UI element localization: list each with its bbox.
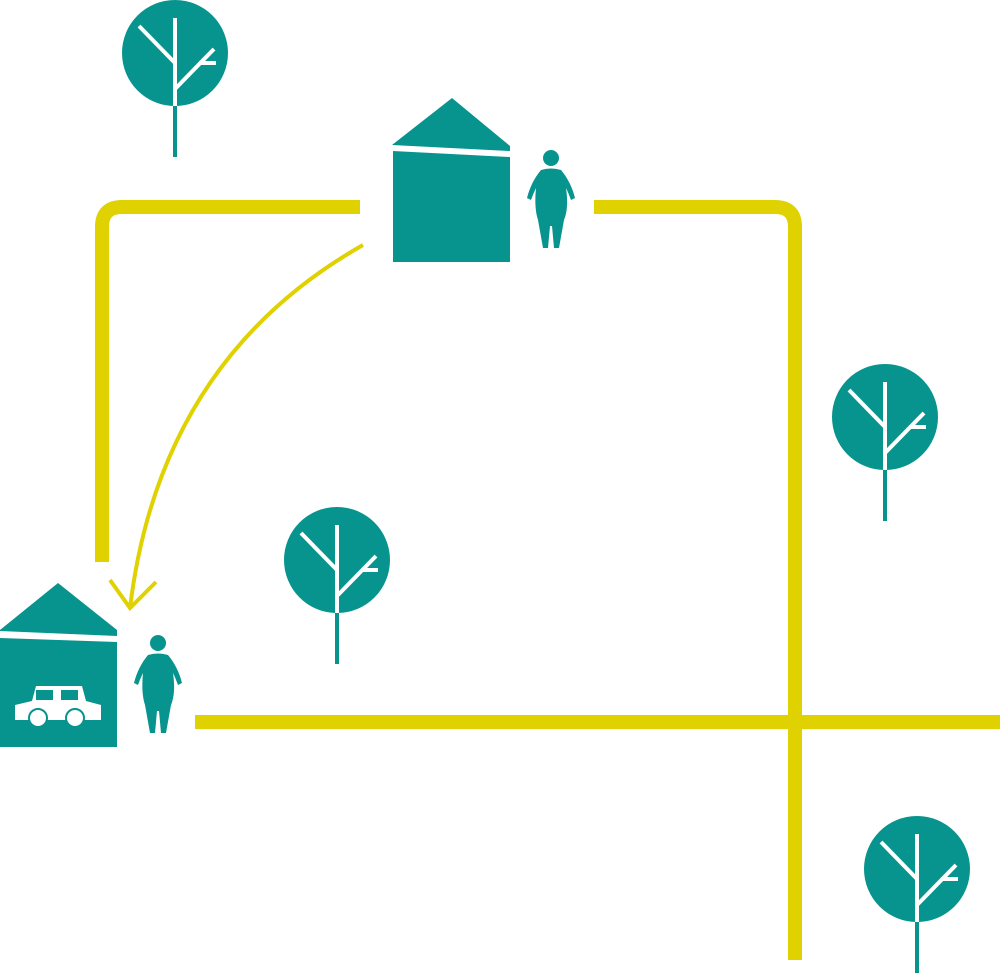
road-top-left bbox=[95, 200, 360, 562]
person-icon bbox=[134, 635, 182, 733]
tree-icon bbox=[120, 0, 230, 159]
road-top-right bbox=[594, 200, 802, 960]
tree-icon bbox=[862, 814, 972, 973]
curved-arrow-icon bbox=[108, 243, 364, 612]
tree-icon bbox=[830, 362, 940, 523]
garage-house-icon bbox=[0, 583, 117, 747]
roads bbox=[95, 200, 1000, 960]
person-icon bbox=[527, 150, 575, 248]
tree-icon bbox=[282, 505, 392, 666]
house-icon bbox=[392, 98, 510, 262]
car-icon bbox=[15, 686, 101, 728]
